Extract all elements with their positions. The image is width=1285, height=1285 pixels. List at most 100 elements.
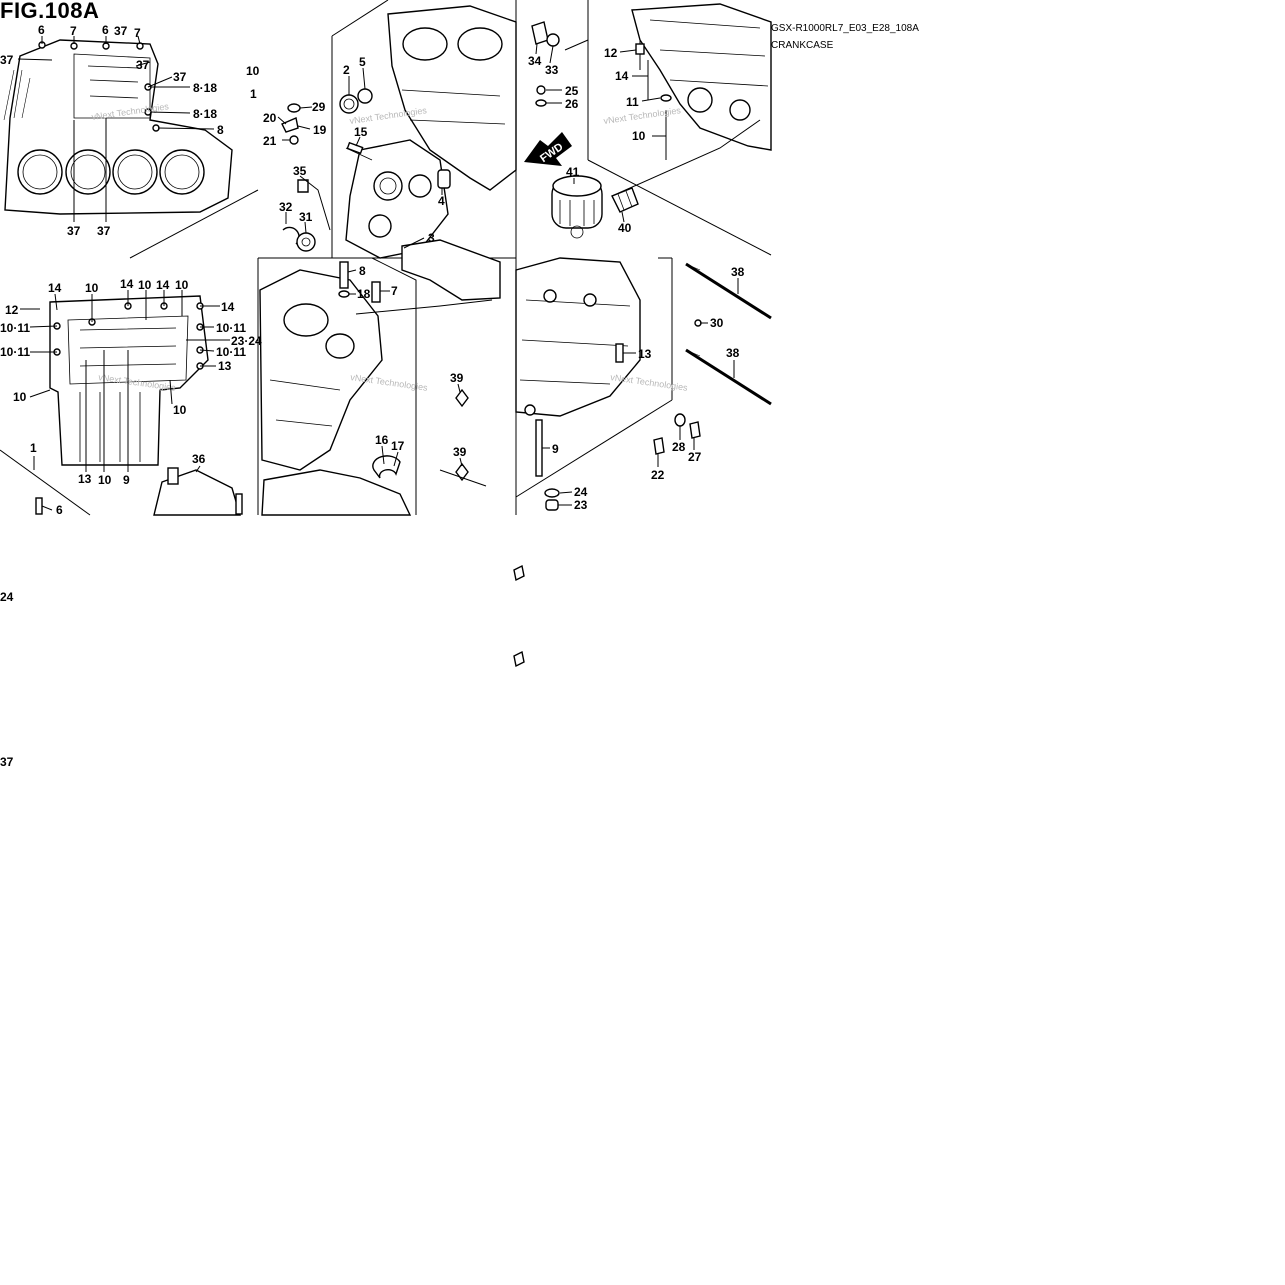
cylinder-bores-upper bbox=[17, 149, 205, 195]
lower-crankcase-view bbox=[35, 295, 243, 516]
callout-label: 1 bbox=[250, 87, 257, 101]
callout-label: 3 bbox=[428, 231, 435, 245]
callout-label: 32 bbox=[279, 200, 293, 214]
callout-label: 10·11 bbox=[216, 321, 246, 335]
callout-label: 8·18 bbox=[193, 81, 217, 95]
oil-filter bbox=[551, 175, 603, 239]
callout-label: 34 bbox=[528, 54, 542, 68]
callout-label: 37 bbox=[97, 224, 111, 238]
crankcase-lower-right-block bbox=[515, 257, 702, 511]
callout-label: 24 bbox=[574, 485, 588, 499]
callout-label: 36 bbox=[192, 452, 206, 466]
callout-label: 23 bbox=[574, 498, 588, 512]
callout-label: 21 bbox=[263, 134, 277, 148]
callout-label: 31 bbox=[299, 210, 313, 224]
callout-label: 14 bbox=[48, 281, 62, 295]
callout-label: 5 bbox=[359, 55, 366, 69]
callout-label: 16 bbox=[375, 433, 389, 447]
callout-label: 9 bbox=[552, 442, 559, 456]
oil-pressure-plug bbox=[339, 88, 373, 114]
callout-label: 10·11 bbox=[0, 321, 30, 335]
callout-label: 10·11 bbox=[216, 345, 246, 359]
leader-lines bbox=[17, 35, 739, 511]
callout-label: 11 bbox=[626, 95, 639, 109]
callout-label: 7 bbox=[70, 24, 77, 38]
watermark-3: vNext Technologies bbox=[603, 105, 682, 126]
callout-label: 10 bbox=[13, 390, 27, 404]
callout-label: 37 bbox=[0, 755, 14, 769]
callout-label: 37 bbox=[136, 58, 150, 72]
stud-bolts bbox=[685, 262, 772, 406]
callout-label: 13 bbox=[218, 359, 232, 373]
crankcase-lower-block bbox=[259, 261, 493, 516]
callout-label: 7 bbox=[134, 26, 141, 40]
callout-label: 41 bbox=[566, 165, 580, 179]
callout-label: 13 bbox=[78, 472, 92, 486]
callout-label: 9 bbox=[123, 473, 130, 487]
watermark-5: vNext Technologies bbox=[350, 372, 429, 393]
callout-label: 10 bbox=[138, 278, 152, 292]
callout-label: 10 bbox=[173, 403, 187, 417]
callout-label: 37 bbox=[67, 224, 81, 238]
callout-label: 14 bbox=[120, 277, 134, 291]
callout-label: 4 bbox=[438, 194, 445, 208]
callout-label: 37 bbox=[0, 53, 14, 67]
callout-label: 10·11 bbox=[0, 345, 30, 359]
callout-label: 14 bbox=[615, 69, 629, 83]
callout-label: 8 bbox=[359, 264, 366, 278]
oil-filter-union bbox=[611, 187, 639, 213]
callout-label: 10 bbox=[246, 64, 260, 78]
callout-label: 38 bbox=[726, 346, 740, 360]
small-fastener-icons bbox=[513, 564, 525, 668]
callout-label: 10 bbox=[632, 129, 646, 143]
callout-label: 33 bbox=[545, 63, 559, 77]
callout-label: 27 bbox=[688, 450, 702, 464]
figure-title: FIG.108A bbox=[0, 0, 100, 23]
callout-label: 8·18 bbox=[193, 107, 217, 121]
callout-label: 6 bbox=[56, 503, 63, 517]
callout-label: 14 bbox=[221, 300, 235, 314]
callout-label: 35 bbox=[293, 164, 307, 178]
callout-label: 8 bbox=[217, 123, 224, 137]
callout-label: 10 bbox=[175, 278, 189, 292]
callout-label: 1 bbox=[30, 441, 37, 455]
callout-label: 10 bbox=[85, 281, 99, 295]
callout-label: 40 bbox=[618, 221, 632, 235]
callout-label: 26 bbox=[565, 97, 579, 111]
callout-labels: 6 7 6 37 7 37 37 37 8·18 8·18 8 37 37 10… bbox=[0, 23, 745, 769]
callout-label: 28 bbox=[672, 440, 686, 454]
callout-label: 13 bbox=[638, 347, 652, 361]
callout-label: 20 bbox=[263, 111, 277, 125]
section-name: CRANKCASE bbox=[771, 40, 834, 51]
model-code: GSX-R1000RL7_E03_E28_108A bbox=[771, 23, 919, 34]
small-parts-right-top bbox=[531, 21, 589, 107]
callout-label: 2 bbox=[343, 63, 350, 77]
callout-label: 37 bbox=[114, 24, 128, 38]
callout-label: 7 bbox=[391, 284, 398, 298]
callout-label: 12 bbox=[604, 46, 618, 60]
callout-label: 14 bbox=[156, 278, 170, 292]
crankcase-right-block bbox=[611, 3, 772, 197]
callout-label: 17 bbox=[391, 439, 405, 453]
callout-label: 15 bbox=[354, 125, 368, 139]
callout-label: 37 bbox=[173, 70, 187, 84]
callout-label: 12 bbox=[5, 303, 19, 317]
callout-label: 39 bbox=[453, 445, 467, 459]
callout-label: 10 bbox=[98, 473, 112, 487]
callout-label: 25 bbox=[565, 84, 579, 98]
watermark-6: vNext Technologies bbox=[610, 372, 689, 393]
callout-label: 24 bbox=[0, 590, 14, 604]
upper-crankcase-view bbox=[3, 39, 233, 215]
callout-label: 19 bbox=[313, 123, 327, 137]
callout-label: 39 bbox=[450, 371, 464, 385]
callout-label: 18 bbox=[357, 287, 371, 301]
callout-label: 30 bbox=[710, 316, 724, 330]
crankcase-upper-block bbox=[339, 5, 517, 301]
callout-label: 23·24 bbox=[231, 334, 262, 348]
callout-label: 6 bbox=[102, 23, 109, 37]
callout-label: 29 bbox=[312, 100, 326, 114]
fwd-arrow-icon: FWD bbox=[524, 132, 572, 166]
callout-label: 22 bbox=[651, 468, 665, 482]
callout-label: 38 bbox=[731, 265, 745, 279]
